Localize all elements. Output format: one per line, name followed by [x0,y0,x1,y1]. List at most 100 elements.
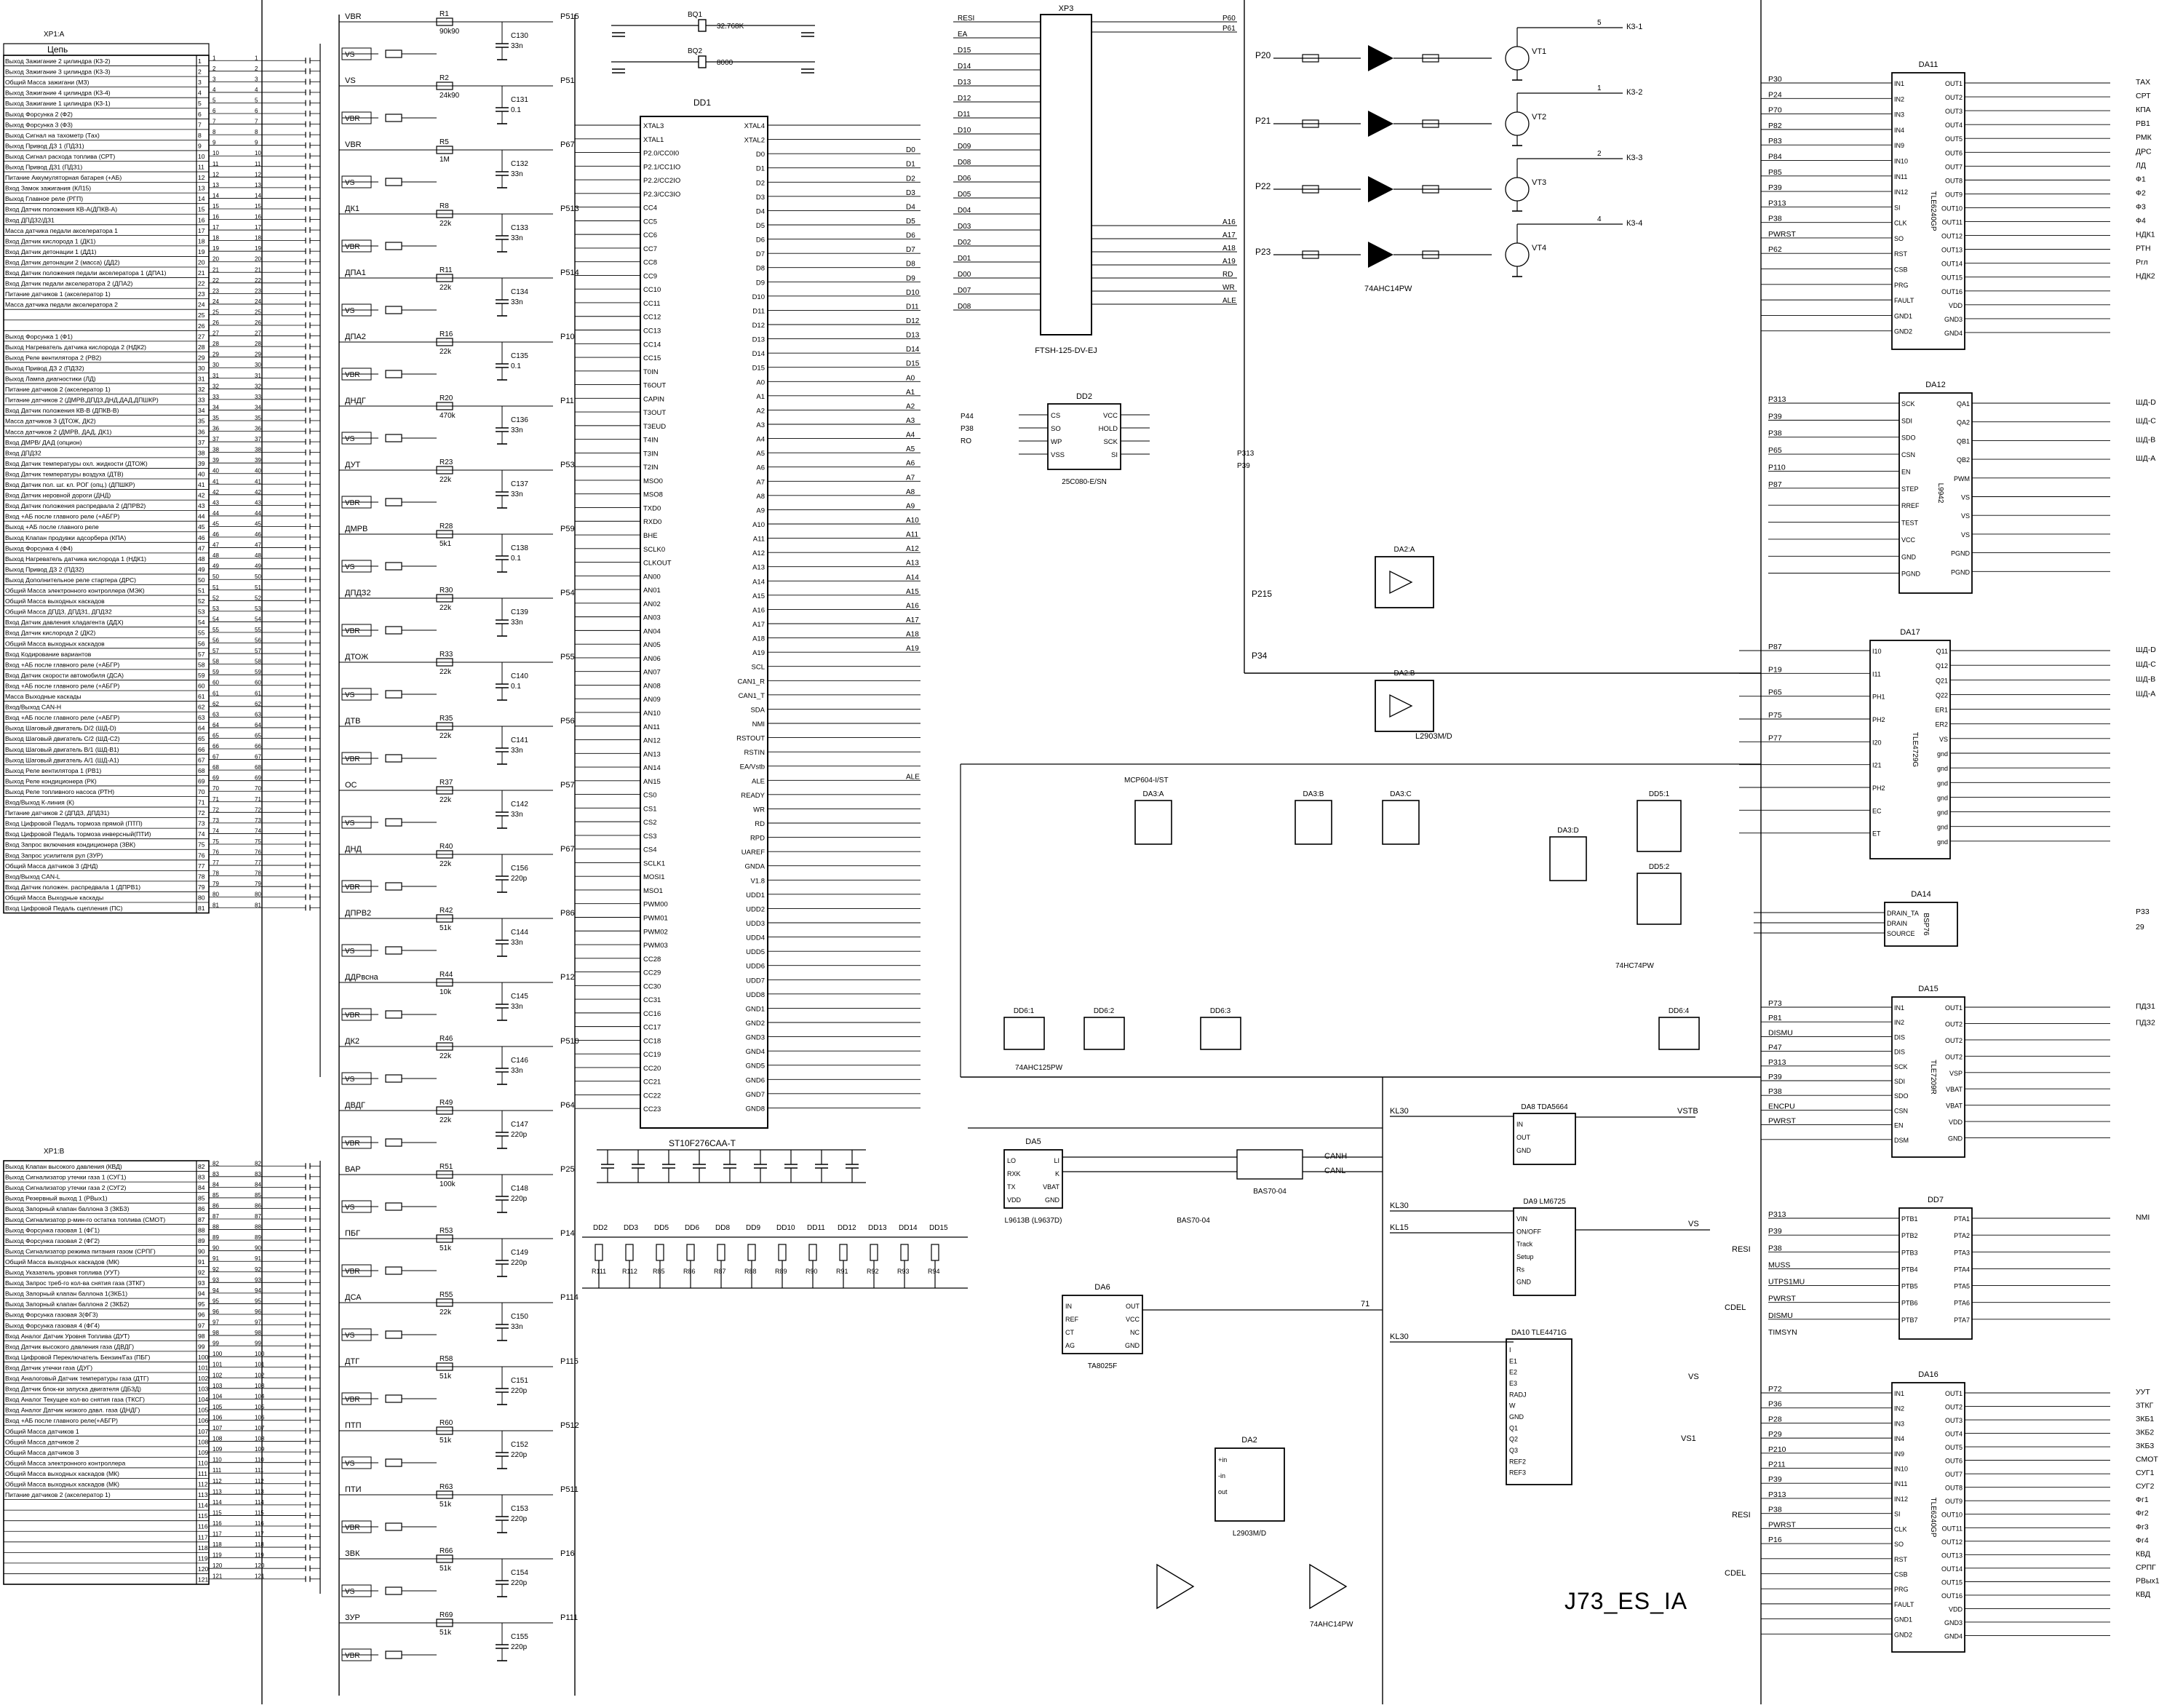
ic-pin: CSB [1894,1570,1908,1578]
resistor-ref: R35 [440,715,453,723]
capacitor-value: 220p [511,1643,528,1651]
opamp-DA7A [1156,1563,1195,1610]
pin-number: 39 [212,457,219,464]
mcu-pin-name: AN10 [643,710,661,718]
capacitor-ref: C131 [511,96,528,104]
xp3-net: D08 [958,303,971,311]
supply-tag [341,1328,372,1341]
ic-ref: DA2 [1241,1436,1257,1445]
table-row-num: 50 [198,576,205,584]
table-row-num: 95 [198,1300,205,1308]
table-row-name: Питание Аккумуляторная батарея (+АБ) [5,174,122,181]
pin-number: 42 [255,489,261,496]
pin-number: 89 [212,1234,219,1241]
driver-ic [1891,1382,1965,1653]
capacitor-value: 0.1 [511,106,521,114]
mcu-pin-name: CC11 [643,300,661,308]
pin-number: 66 [212,743,219,750]
table-row-name: Выход Сигнал на тахометр (Тах) [5,132,100,139]
ic-pin: QB2 [1957,456,1970,464]
ic-pin: GND2 [1894,328,1912,335]
resistor-ref: R20 [440,394,453,402]
ic-net: Фг2 [2136,1509,2149,1518]
resistor-value: 100k [440,1180,456,1188]
ic-pin: PTA1 [1954,1215,1970,1223]
ic-pin: QA1 [1957,400,1970,408]
ic-pin: PTB4 [1901,1266,1918,1273]
mcu-pin-name: D15 [752,365,765,373]
mcu-pin-name: A14 [752,578,765,586]
supply-label: VS [345,1460,355,1468]
coil-net: К3-4 [1626,219,1642,228]
ic-pin: IN3 [1894,1420,1904,1427]
supply-tag [341,1264,372,1277]
ic-pin: PGND [1951,568,1971,576]
pin-number: 120 [255,1562,265,1569]
ic-pin: OUT8 [1945,177,1963,184]
ic-pin: OUT2 [1945,1020,1963,1028]
mcu-pin-name: AN15 [643,778,661,786]
pin-number: 118 [212,1541,222,1548]
inverter-gate [1368,45,1393,71]
ic-pin: OUT9 [1945,191,1963,198]
supply-label: VS [345,179,355,187]
supply-tag [341,432,372,445]
table-row-name: Выход Клапан высокого давления (КВД) [5,1163,122,1170]
supply-label: VBR [345,1524,360,1532]
mcu-pin-name: A5 [756,450,765,458]
addr-bus-label: A4 [906,432,915,440]
mcu-pin-name: D9 [756,279,765,287]
ic-part: L2903M/D [1233,1530,1266,1538]
ic-pin: GND [1045,1196,1060,1204]
pin-number: 97 [255,1319,261,1326]
table-row-num: 88 [198,1226,205,1234]
resistor-value: 51k [440,924,452,932]
ic-pin: PTB1 [1901,1215,1918,1223]
capacitor-ref: C137 [511,480,528,488]
table-row-num: 42 [198,492,205,499]
pin-number: 8 [255,129,258,135]
ic-pin: VSP [1949,1070,1963,1077]
pullup-net: DD14 [899,1224,918,1232]
ic-net: P77 [1768,734,1782,742]
input-resistor [436,850,453,859]
mcu-pin-name: UDD1 [746,891,765,899]
buffer-DD6 [1003,1017,1045,1050]
ic-pin: OUT2 [1945,94,1963,101]
table-row-name: Общий Масса выходных каскадов (МК) [5,1258,119,1266]
power-net: KL30 [1390,1332,1409,1341]
driver-ic [1898,392,1973,594]
table-row-num: 120 [198,1565,209,1573]
pin-number: 20 [212,256,219,263]
ic-pin: PGND [1901,571,1921,578]
mcu-pin-name: GND2 [746,1020,765,1028]
input-resistor [436,914,453,923]
pin-number: 11 [255,161,261,167]
pin-number: 96 [255,1308,261,1315]
table-row-name: Общий Масса датчиков 3 (ДНД) [5,862,98,870]
supply-tag [341,880,372,893]
mcu-pin-name: UDD5 [746,948,765,956]
ic-pin: OUT11 [1942,1525,1963,1532]
supply-label: VBR [345,1268,360,1276]
ic-pin: OUT15 [1941,1578,1963,1586]
ic-pin: OUT2 [1945,1037,1963,1044]
capacitor-ref: C146 [511,1057,528,1065]
ic-ref: DA15 [1918,985,1939,993]
input-resistor [436,1618,453,1627]
mcu-pin-name: D12 [752,322,765,330]
table-row-num: 5 [198,100,202,107]
capacitor-value: 33n [511,426,523,434]
xp3-net: P61 [1222,25,1236,33]
crystal-value: 8000 [717,59,733,67]
crystal-value: 32.768K [717,23,744,31]
port-label: P34 [1252,651,1268,661]
mcu-pin-name: CC5 [643,218,657,226]
mcu-pin-name: P2.3/CC3IO [643,191,680,199]
ic-ref: DA17 [1900,628,1920,637]
capacitor-value: 33n [511,619,523,627]
pin-number: 31 [255,373,261,379]
xp3-net: D10 [958,127,971,135]
port-label: P16 [560,1549,575,1558]
